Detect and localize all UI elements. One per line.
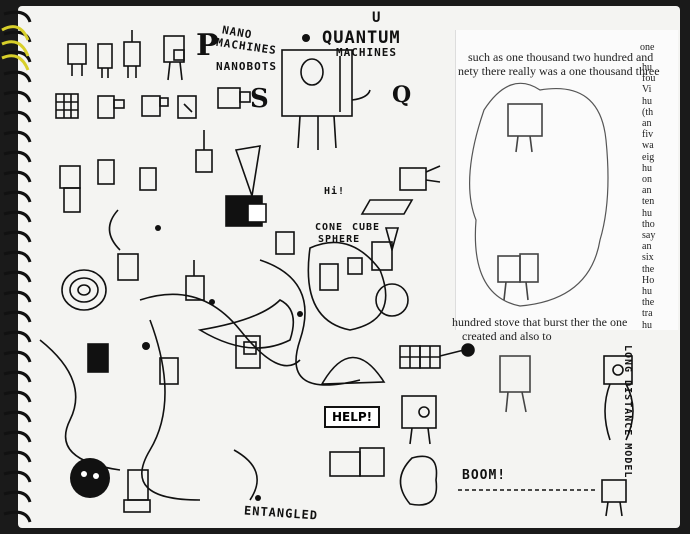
clipping-text-line: such as one thousand two hundred and [468, 50, 654, 64]
clipping-text-line: created and also to [462, 329, 552, 343]
letter-u: U [372, 10, 382, 26]
clipping-column-fragment: (th [642, 106, 654, 118]
clipping-text-fragment: one [640, 42, 655, 53]
speech-bubble-hi: Hi! [324, 186, 346, 197]
letter-q: Q [392, 82, 413, 108]
clipping-column-fragment: hu [642, 319, 652, 331]
clipping-column-fragment: Vi [642, 84, 652, 96]
clipping-column-fragment: fou [642, 73, 656, 85]
spiral-binding [1, 10, 32, 523]
clipping-column-fragment: hu [642, 207, 652, 219]
label-cube: CUBE [352, 222, 381, 233]
label-quantum: QUANTUM [322, 28, 401, 48]
clipping-column-fragment: fiv [642, 129, 654, 141]
clipping-column-fragment: tra [642, 308, 653, 320]
clipping-column-fragment: ten [642, 196, 655, 208]
book-clipping [455, 30, 678, 330]
clipping-column-fragment: tho [642, 218, 655, 230]
clipping-column-fragment: the [642, 263, 655, 275]
letter-p: P [196, 28, 220, 63]
label-cone: CONE [315, 222, 344, 233]
clipping-text-line: nety there really was a one thousand thr… [458, 64, 660, 78]
clipping-column-fragment: an [642, 185, 652, 197]
clipping-column-fragment: an [642, 118, 652, 129]
clipping-column-fragment: on [642, 174, 652, 185]
clipping-column-fragment: Ho [642, 274, 655, 286]
label-long-distance-model: LONG DISTANCE MODEL [622, 345, 633, 479]
clipping-column-fragment: six [642, 252, 654, 264]
speech-bubble-help: HELP! [324, 406, 381, 428]
clipping-column-fragment: hu [642, 95, 652, 107]
clipping-column-fragment: say [642, 230, 656, 241]
label-sphere: SPHERE [318, 234, 361, 245]
clipping-column-fragment: hu [642, 62, 652, 73]
label-nanobots: NANOBOTS [216, 60, 277, 73]
letter-s: S [250, 84, 270, 114]
clipping-column-fragment: eig [642, 151, 655, 163]
label-boom: BOOM! [462, 468, 507, 483]
clipping-column-fragment: hu [642, 286, 652, 297]
clipping-text-line: hundred stove that burst ther the one [452, 315, 628, 329]
clipping-column-fragment: hu [642, 162, 652, 174]
clipping-column-fragment: an [642, 241, 652, 253]
clipping-column-fragment: wa [642, 140, 654, 152]
clipping-column-fragment: the [642, 297, 655, 309]
